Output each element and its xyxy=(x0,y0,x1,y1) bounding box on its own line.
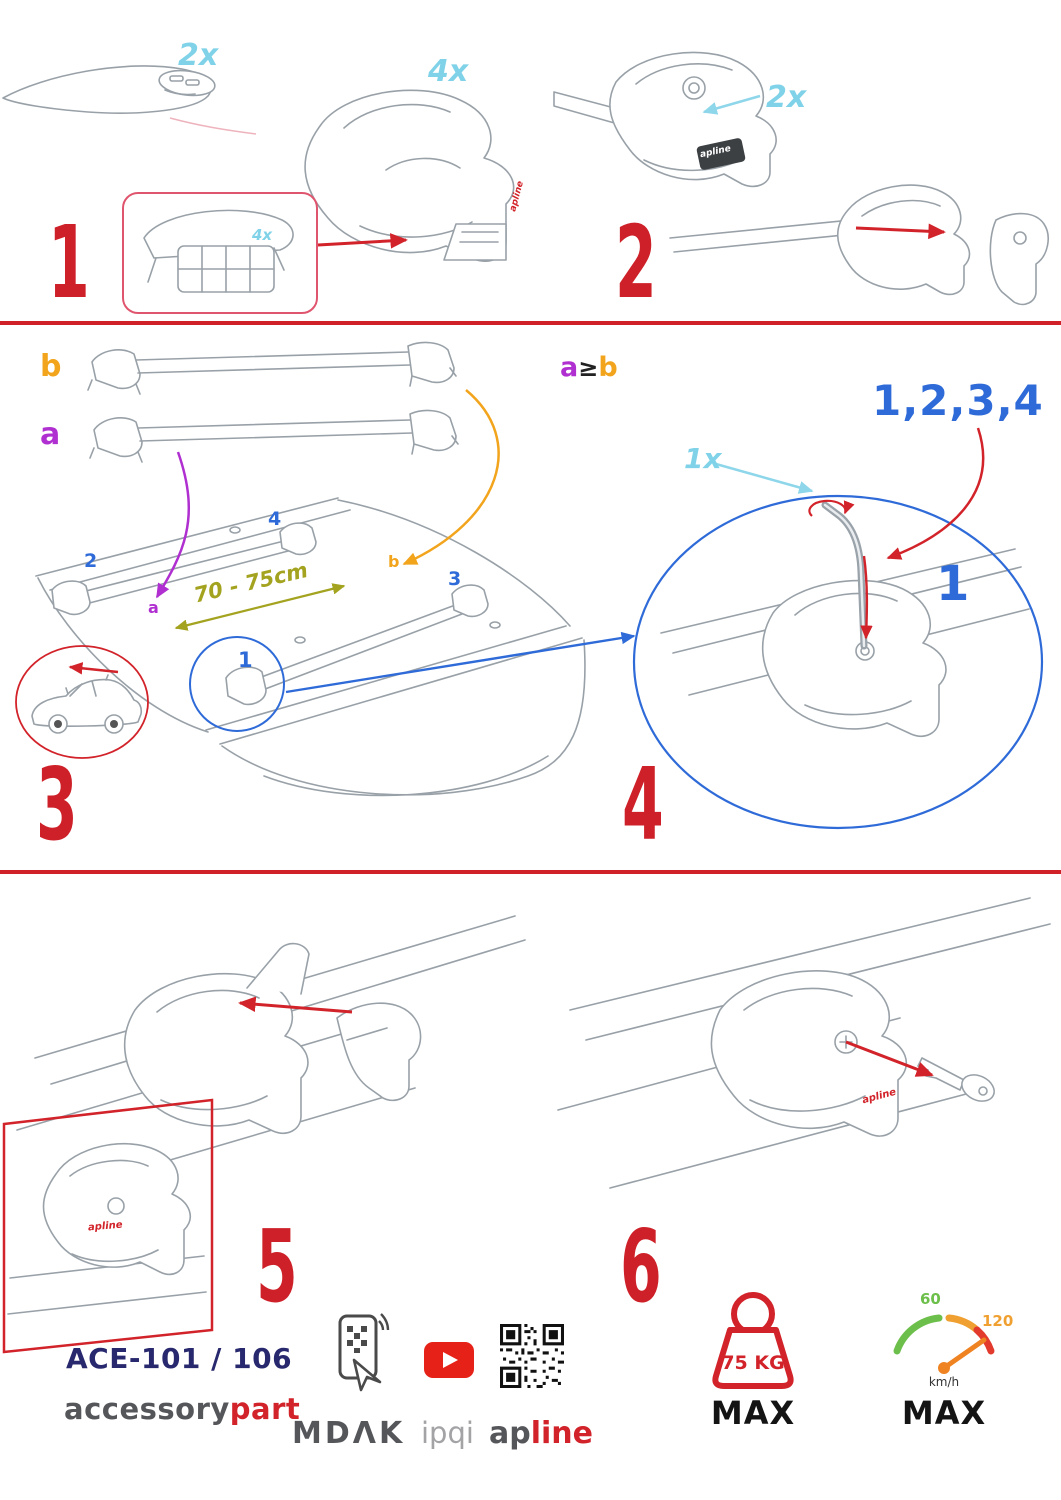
foot-allen-key-drawing xyxy=(660,501,1030,737)
step-4-number: 4 xyxy=(622,746,664,863)
pad-quantity-label: 4x xyxy=(252,226,273,244)
bar-quantity-label: 2x xyxy=(178,38,219,73)
foot-lock-key-drawing-step6 xyxy=(557,897,1051,1189)
step-6-number: 6 xyxy=(620,1208,662,1325)
youtube-icon xyxy=(424,1342,474,1378)
rule-b: b xyxy=(598,352,618,383)
qr-code xyxy=(500,1324,564,1388)
accessorypart-logo-gray: accessory xyxy=(64,1392,230,1426)
apline-logo: apline xyxy=(489,1416,593,1451)
mdak-logo: MDΛK xyxy=(292,1416,406,1451)
tool-quantity-label: 1x xyxy=(684,442,722,475)
fixing-bolt xyxy=(682,76,706,100)
scan-qr-phone-icon xyxy=(338,1313,390,1392)
roof-position-1: 1 xyxy=(238,648,253,672)
section-divider-2 xyxy=(0,870,1061,874)
apline-logo-gray: ap xyxy=(489,1416,531,1451)
speed-low-label: 60 xyxy=(920,1290,941,1308)
roof-position-b: b xyxy=(388,552,400,571)
first-position-label: 1 xyxy=(936,556,970,612)
clamp-part xyxy=(336,1002,422,1102)
bar-b-label: b xyxy=(40,349,62,384)
max-load-icon: 75 KG xyxy=(712,1292,794,1389)
brand-chip xyxy=(696,138,746,170)
section-divider-1 xyxy=(0,321,1061,325)
max-load-label: MAX xyxy=(710,1394,796,1432)
speed-high-label: 120 xyxy=(982,1312,1013,1330)
step-1-number: 1 xyxy=(48,204,90,321)
speed-unit-label: km/h xyxy=(929,1375,959,1389)
tool-qty-arrow xyxy=(715,462,814,494)
car-side-view-drawing xyxy=(31,674,143,734)
roof-position-a: a xyxy=(148,598,159,617)
step-5-number: 5 xyxy=(256,1208,298,1325)
crossbars-ab-drawing xyxy=(87,341,459,463)
step-3-number: 3 xyxy=(36,746,78,863)
bolt-quantity-label: 2x xyxy=(766,80,807,115)
tighten-sequence-label: 1,2,3,4 xyxy=(872,376,1044,425)
apline-logo-red: line xyxy=(530,1416,593,1451)
foot-drawing-step1 xyxy=(304,89,515,262)
rubber-pad-inset xyxy=(122,192,318,314)
accessorypart-logo-red: part xyxy=(229,1392,301,1426)
pad-inset-drawing xyxy=(143,209,294,293)
weight-value: 75 KG xyxy=(721,1352,784,1374)
ipqi-logo: ipqi xyxy=(421,1416,474,1450)
play-triangle xyxy=(443,1352,458,1368)
roof-position-2: 2 xyxy=(84,550,98,572)
rule-op: ≥ xyxy=(578,354,599,382)
model-number: ACE-101 / 106 xyxy=(66,1342,293,1375)
foot-quantity-label: 4x xyxy=(428,54,469,89)
rule-a-gte-b: a≥b xyxy=(560,352,618,383)
open-cover xyxy=(246,942,310,995)
rule-a: a xyxy=(560,352,579,383)
end-cap xyxy=(989,212,1049,306)
speedometer-needle xyxy=(941,1337,987,1371)
crossbar-profile-drawing xyxy=(2,65,216,114)
bar-a-label: a xyxy=(40,417,61,452)
step-2-number: 2 xyxy=(615,204,657,321)
max-speed-label: MAX xyxy=(901,1394,987,1432)
roof-position-3: 3 xyxy=(448,568,462,590)
key-icon xyxy=(917,1057,995,1102)
max-speed-icon: 60 120 km/h xyxy=(893,1290,1013,1389)
roof-position-4: 4 xyxy=(268,508,282,530)
accessorypart-logo: accessorypart xyxy=(64,1392,300,1426)
